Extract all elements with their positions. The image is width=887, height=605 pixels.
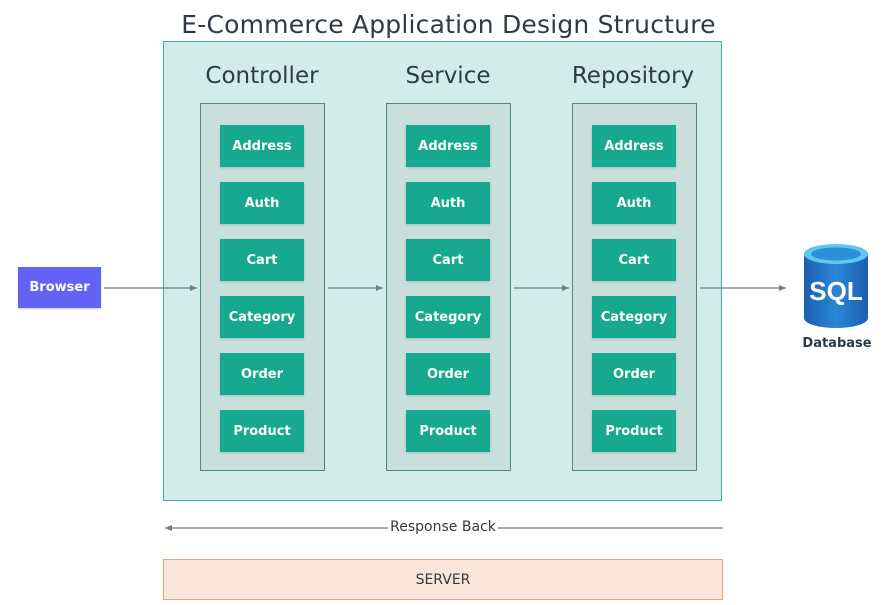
repository-module-order: Order <box>592 353 676 395</box>
layer-title-controller: Controller <box>205 63 319 89</box>
controller-module-order: Order <box>220 353 304 395</box>
service-module-address: Address <box>406 125 490 167</box>
service-module-category: Category <box>406 296 490 338</box>
controller-layer: Address Auth Cart Category Order Product <box>200 103 325 471</box>
service-layer: Address Auth Cart Category Order Product <box>386 103 511 471</box>
repository-module-category: Category <box>592 296 676 338</box>
repository-layer: Address Auth Cart Category Order Product <box>572 103 697 471</box>
controller-module-category: Category <box>220 296 304 338</box>
service-module-order: Order <box>406 353 490 395</box>
diagram-title: E-Commerce Application Design Structure <box>181 10 716 39</box>
service-module-product: Product <box>406 410 490 452</box>
layer-title-repository: Repository <box>571 63 695 89</box>
repository-module-product: Product <box>592 410 676 452</box>
repository-module-cart: Cart <box>592 239 676 281</box>
repository-module-address: Address <box>592 125 676 167</box>
service-module-auth: Auth <box>406 182 490 224</box>
repository-module-auth: Auth <box>592 182 676 224</box>
controller-module-address: Address <box>220 125 304 167</box>
service-module-cart: Cart <box>406 239 490 281</box>
database-label: Database <box>802 336 872 351</box>
layer-title-service: Service <box>405 63 491 89</box>
controller-module-cart: Cart <box>220 239 304 281</box>
browser-node: Browser <box>18 267 101 308</box>
controller-module-auth: Auth <box>220 182 304 224</box>
controller-module-product: Product <box>220 410 304 452</box>
server-bar: SERVER <box>163 559 723 600</box>
sql-icon-text: SQL <box>809 276 863 306</box>
response-back-label: Response Back <box>388 519 498 535</box>
sql-database-icon: SQL <box>800 240 872 332</box>
